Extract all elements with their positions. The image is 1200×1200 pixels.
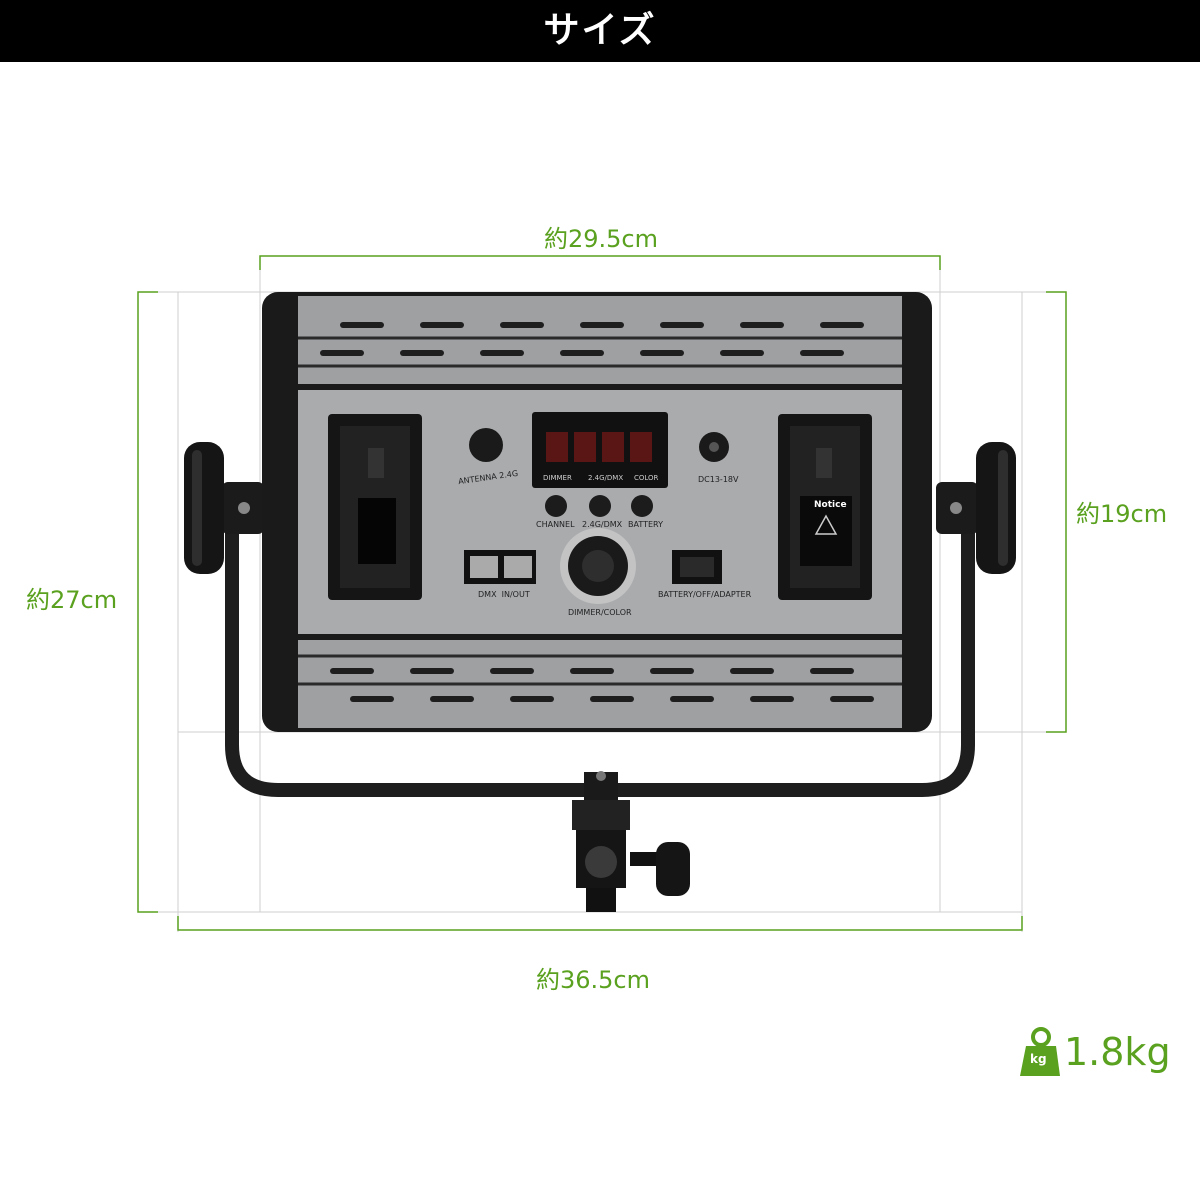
weight-value: 1.8kg (1064, 1030, 1171, 1074)
notice-label: Notice (814, 500, 847, 510)
header-bar: サイズ (0, 0, 1200, 62)
bottom-width-label: 約36.5cm (536, 966, 651, 994)
dimmer-knob (560, 528, 636, 604)
stand-mount (572, 771, 690, 912)
dimension-lines (137, 255, 1067, 931)
led-display (532, 412, 668, 488)
display-label-color: COLOR (634, 474, 659, 482)
right-height-label: 約19cm (1076, 500, 1168, 528)
power-switch (672, 550, 722, 584)
button-label-channel: CHANNEL (536, 520, 575, 529)
left-knob (184, 442, 264, 574)
dmx-label: DMX IN/OUT (478, 590, 530, 599)
weight-icon-text: kg (1030, 1052, 1047, 1066)
switch-label: BATTERY/OFF/ADAPTER (658, 590, 752, 599)
battery-plate-left (328, 414, 422, 600)
control-buttons (545, 495, 653, 517)
battery-plate-right (778, 414, 872, 600)
button-label-dmx: 2.4G/DMX (582, 520, 623, 529)
display-label-dmx: 2.4G/DMX (588, 474, 624, 482)
knob-label: DIMMER/COLOR (568, 608, 632, 617)
antenna-port (469, 428, 503, 462)
page-title: サイズ (543, 10, 657, 51)
dc-label: DC13-18V (698, 475, 739, 484)
left-height-label: 約27cm (26, 586, 118, 614)
button-label-battery: BATTERY (628, 520, 663, 529)
display-label-dimmer: DIMMER (543, 474, 572, 482)
right-knob (936, 442, 1016, 574)
top-width-label: 約29.5cm (544, 225, 659, 253)
dmx-ports (464, 550, 536, 584)
